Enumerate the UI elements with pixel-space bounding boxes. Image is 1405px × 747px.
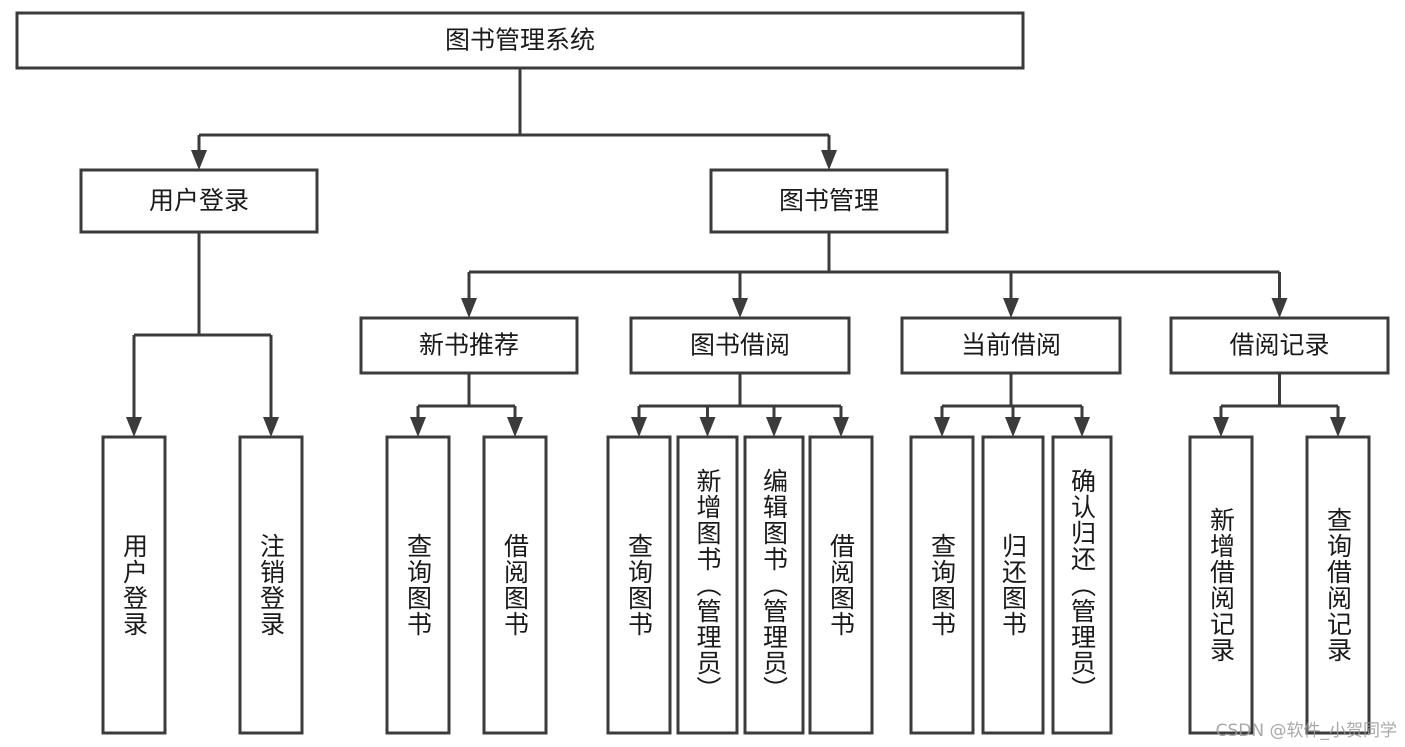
arrow-head-icon	[1005, 417, 1021, 437]
node-label-current-borrow: 当前借阅	[961, 331, 1061, 360]
node-box-book-borrow[interactable]	[629, 316, 851, 375]
node-label-book-borrow: 图书借阅	[690, 331, 790, 360]
arrow-head-icon	[126, 417, 142, 437]
watermark-text: CSDN @软件_小贺同学	[1215, 721, 1397, 741]
node-box-leaf-user-login[interactable]	[101, 435, 167, 735]
arrow-head-icon	[631, 417, 647, 437]
connector-layer	[126, 68, 1346, 437]
node-box-book-manage[interactable]	[709, 168, 949, 234]
arrow-head-icon	[821, 150, 837, 170]
connector-c-bookborrow-split	[631, 373, 849, 437]
arrow-head-icon	[833, 417, 849, 437]
arrow-head-icon	[507, 417, 523, 437]
arrow-head-icon	[191, 150, 207, 170]
connector-c-userlogin-split	[126, 232, 279, 437]
node-box-leaf-return-book[interactable]	[981, 435, 1045, 735]
node-label-user-login: 用户登录	[149, 186, 249, 215]
arrow-head-icon	[1213, 417, 1229, 437]
node-box-new-book-rec[interactable]	[359, 316, 579, 375]
arrow-head-icon	[263, 417, 279, 437]
arrow-head-icon	[1330, 417, 1346, 437]
node-box-leaf-query-record[interactable]	[1305, 435, 1371, 735]
node-label-borrow-record: 借阅记录	[1229, 331, 1329, 360]
node-label-new-book-rec: 新书推荐	[419, 331, 519, 360]
arrow-head-icon	[1003, 298, 1019, 318]
arrow-head-icon	[1074, 417, 1090, 437]
arrow-head-icon	[699, 417, 716, 437]
connector-c-root-split	[191, 68, 837, 170]
node-box-leaf-add-record[interactable]	[1188, 435, 1254, 735]
node-box-leaf-user-logout[interactable]	[238, 435, 304, 735]
node-box-leaf-confirm-return[interactable]	[1051, 435, 1113, 735]
arrow-head-icon	[461, 298, 477, 318]
node-box-current-borrow[interactable]	[900, 316, 1122, 375]
arrow-head-icon	[1271, 298, 1288, 318]
node-box-leaf-edit-book[interactable]	[743, 435, 805, 735]
arrow-head-icon	[732, 298, 748, 318]
node-box-leaf-query-book-2[interactable]	[606, 435, 672, 735]
node-box-leaf-borrow-book-2[interactable]	[808, 435, 874, 735]
node-box-borrow-record[interactable]	[1169, 316, 1390, 375]
node-box-user-login[interactable]	[79, 168, 319, 234]
arrow-head-icon	[410, 417, 426, 437]
node-box-root[interactable]	[15, 11, 1025, 70]
node-box-leaf-borrow-book-1[interactable]	[482, 435, 548, 735]
connector-c-bookmanage-split	[461, 232, 1288, 318]
node-label-root: 图书管理系统	[445, 26, 595, 55]
arrow-head-icon	[934, 417, 950, 437]
node-box-leaf-add-book[interactable]	[676, 435, 739, 735]
arrow-head-icon	[766, 417, 782, 437]
node-box-leaf-query-book-3[interactable]	[909, 435, 975, 735]
connector-c-borrowrecord-split	[1213, 373, 1346, 437]
node-label-book-manage: 图书管理	[779, 186, 879, 215]
connector-c-currentborrow-split	[934, 373, 1090, 437]
node-box-leaf-query-book-1[interactable]	[385, 435, 451, 735]
node-box-layer	[15, 11, 1390, 735]
connector-c-newbookrec-split	[410, 373, 523, 437]
